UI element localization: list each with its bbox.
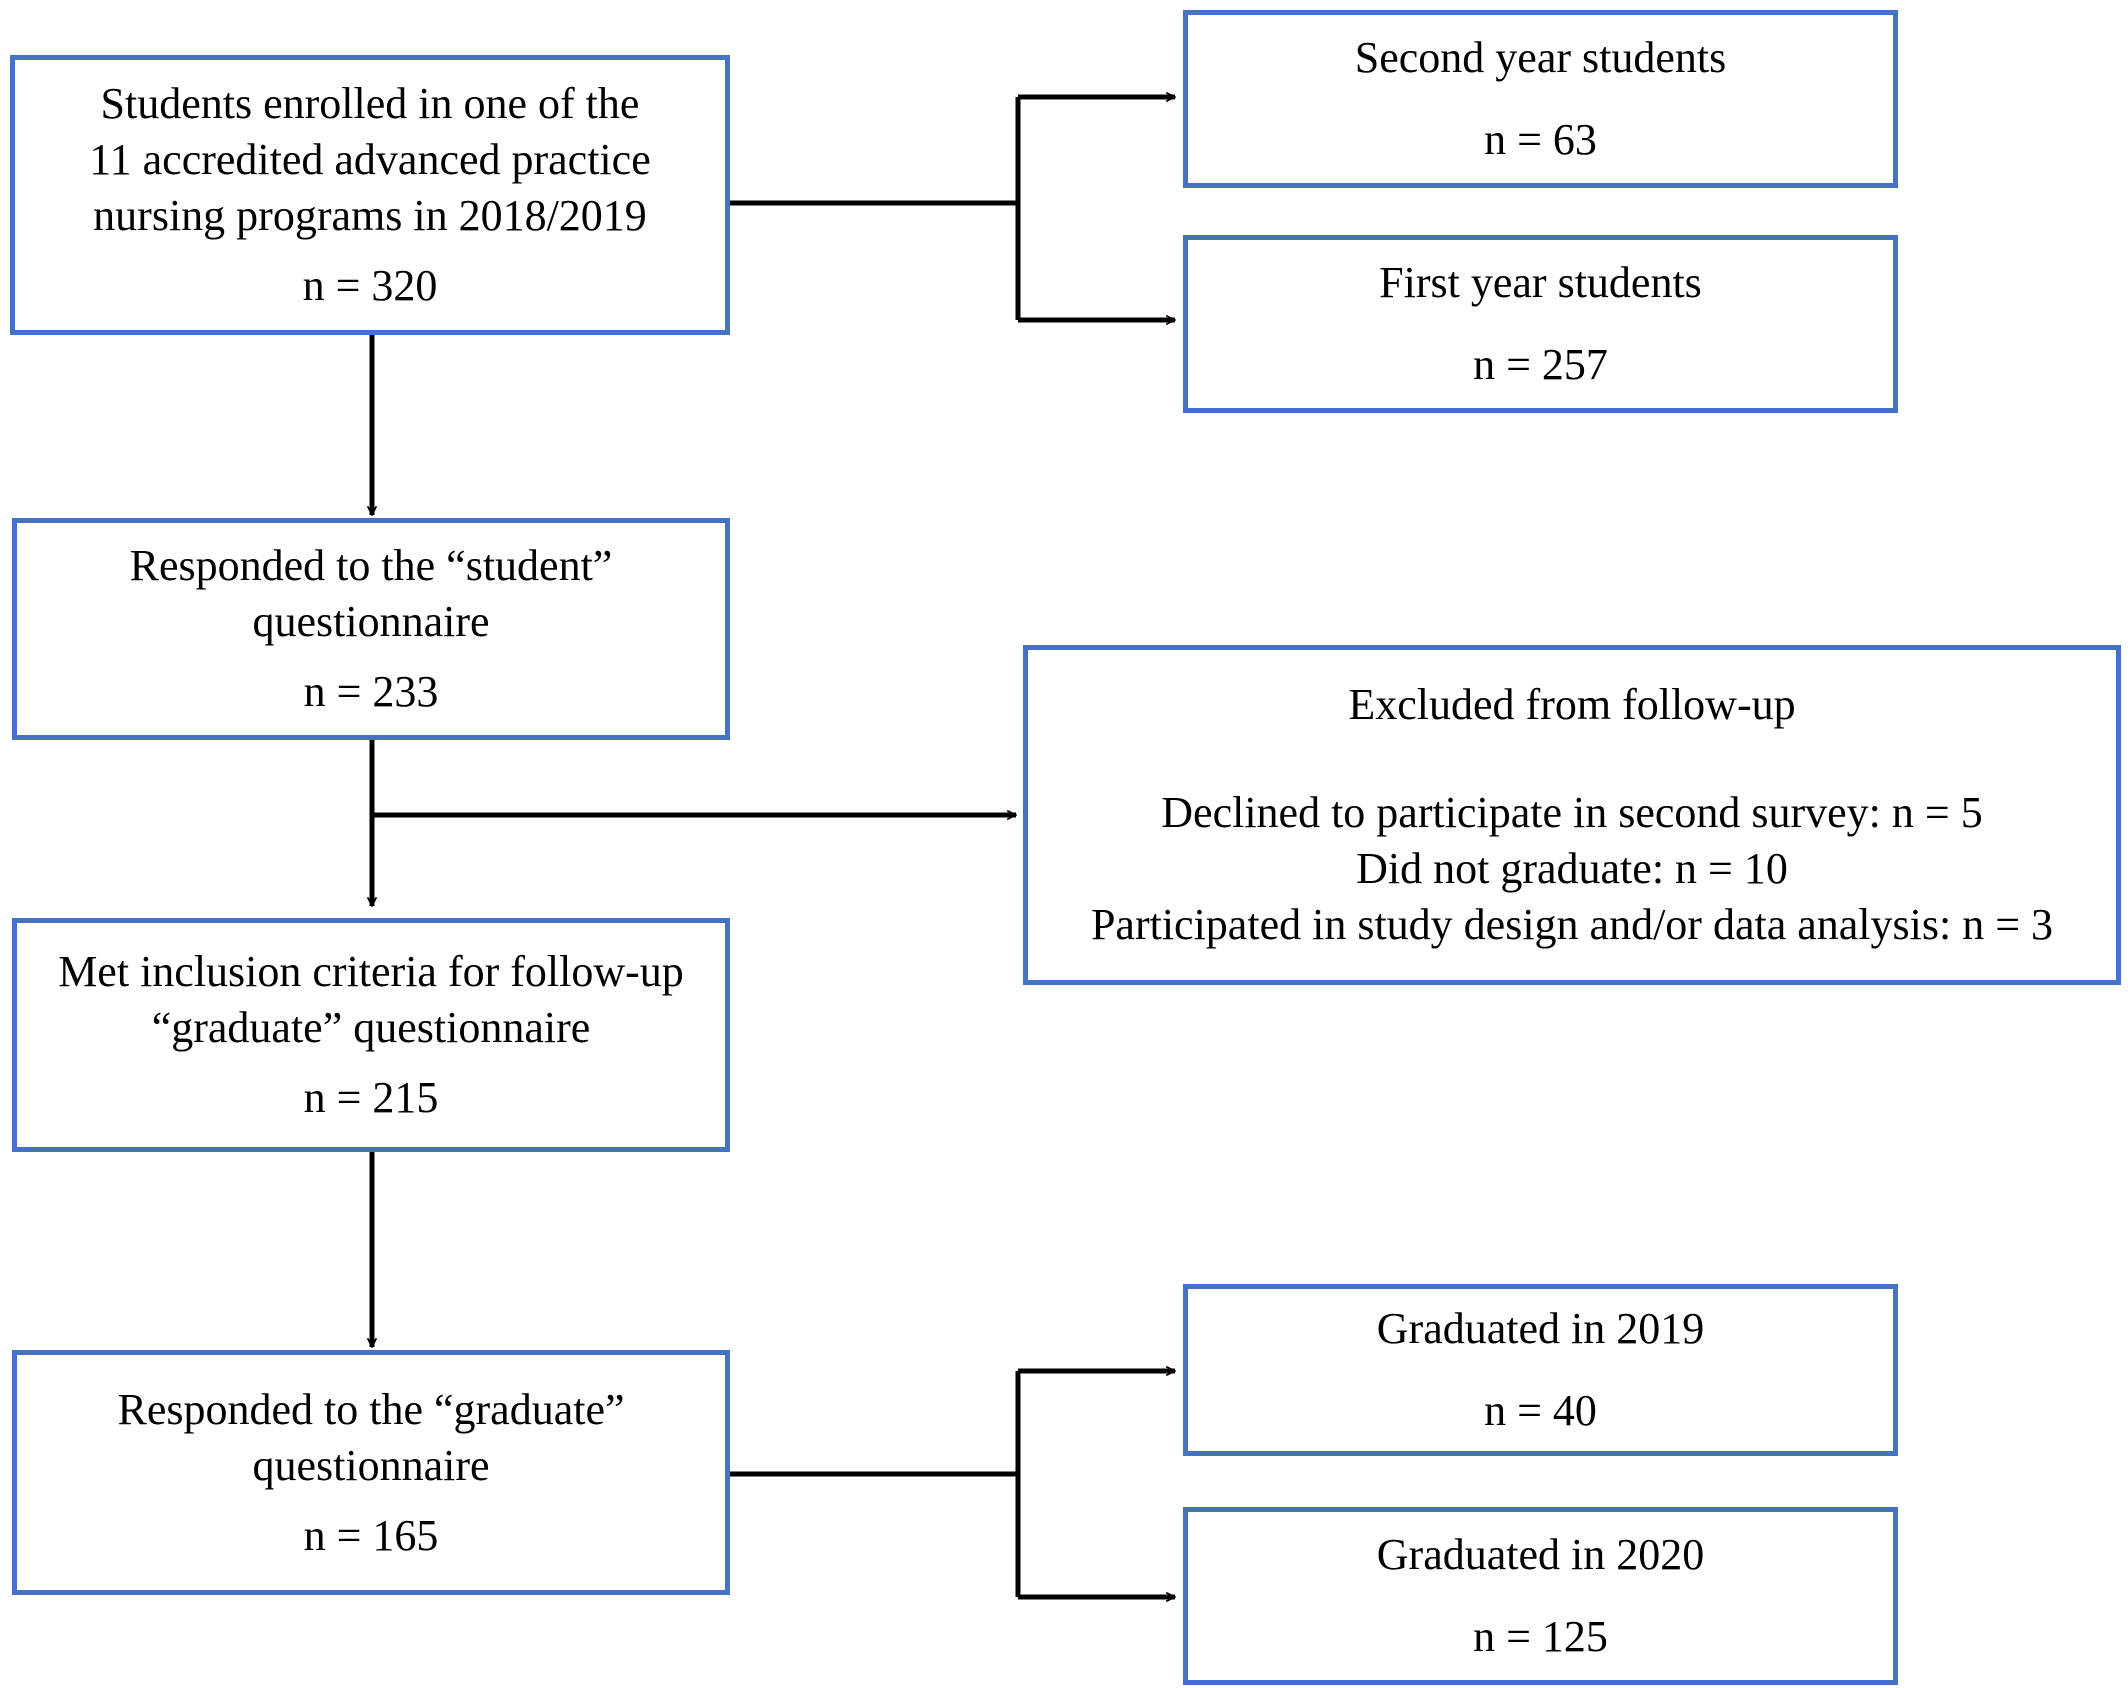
box-excluded: Excluded from follow-up Declined to part… xyxy=(1023,645,2121,985)
box-responded-student-line-2: questionnaire xyxy=(252,597,490,646)
box-enrolled-line-1: Students enrolled in one of the xyxy=(100,79,640,128)
box-second-year-label: Second year students xyxy=(1354,33,1727,82)
box-excluded-reason-declined: Declined to participate in second survey… xyxy=(1161,788,1983,837)
box-met-inclusion-line-2: “graduate” questionnaire xyxy=(151,1003,591,1052)
box-excluded-reason-study-design: Participated in study design and/or data… xyxy=(1090,900,2054,949)
box-enrolled: Students enrolled in one of the 11 accre… xyxy=(10,55,730,335)
box-enrolled-line-3: nursing programs in 2018/2019 xyxy=(93,191,647,240)
box-second-year: Second year students n = 63 xyxy=(1183,10,1898,188)
box-first-year-count: n = 257 xyxy=(1473,340,1608,389)
box-grad-2019-count: n = 40 xyxy=(1484,1386,1597,1435)
box-met-inclusion-line-1: Met inclusion criteria for follow-up xyxy=(58,947,684,996)
box-grad-2019: Graduated in 2019 n = 40 xyxy=(1183,1284,1898,1456)
box-grad-2019-label: Graduated in 2019 xyxy=(1376,1304,1705,1353)
box-grad-2020-count: n = 125 xyxy=(1473,1612,1608,1661)
box-excluded-title: Excluded from follow-up xyxy=(1348,680,1796,729)
box-grad-2020: Graduated in 2020 n = 125 xyxy=(1183,1507,1898,1685)
box-responded-student: Responded to the “student” questionnaire… xyxy=(12,518,730,740)
box-met-inclusion: Met inclusion criteria for follow-up “gr… xyxy=(12,918,730,1152)
box-responded-graduate-line-2: questionnaire xyxy=(252,1440,490,1490)
box-met-inclusion-count: n = 215 xyxy=(303,1073,439,1122)
box-responded-graduate: Responded to the “graduate” questionnair… xyxy=(12,1350,730,1595)
box-enrolled-count: n = 320 xyxy=(302,261,438,310)
box-first-year: First year students n = 257 xyxy=(1183,235,1898,413)
box-responded-student-count: n = 233 xyxy=(303,667,439,716)
box-responded-graduate-line-1: Responded to the “graduate” xyxy=(117,1384,625,1434)
box-responded-graduate-count: n = 165 xyxy=(303,1510,439,1560)
box-second-year-count: n = 63 xyxy=(1484,115,1597,164)
box-enrolled-line-2: 11 accredited advanced practice xyxy=(89,135,651,184)
box-first-year-label: First year students xyxy=(1379,258,1702,307)
box-responded-student-line-1: Responded to the “student” xyxy=(129,541,613,590)
box-excluded-reason-not-graduate: Did not graduate: n = 10 xyxy=(1356,844,1788,893)
box-grad-2020-label: Graduated in 2020 xyxy=(1376,1530,1705,1579)
